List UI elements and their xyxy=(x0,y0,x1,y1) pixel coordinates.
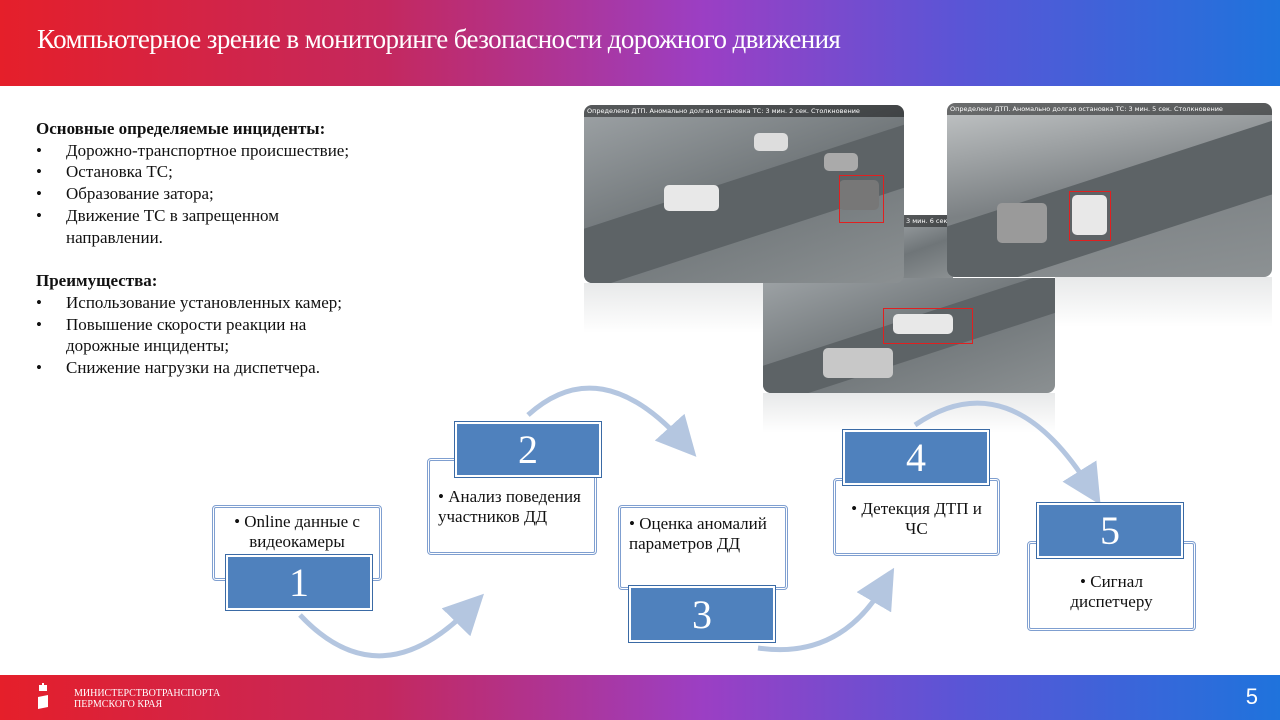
camera-image-1: Определено ДТП. Аномально долгая останов… xyxy=(584,105,904,283)
list-item: Использование установленных камер; xyxy=(36,292,426,314)
header-bar: Компьютерное зрение в мониторинге безопа… xyxy=(0,0,1280,86)
text-panel: Основные определяемые инциденты: Дорожно… xyxy=(36,118,426,379)
footer-bar: МИНИСТЕРСТВОТРАНСПОРТА ПЕРМСКОГО КРАЯ 5 xyxy=(0,675,1280,720)
ministry-name: МИНИСТЕРСТВОТРАНСПОРТА ПЕРМСКОГО КРАЯ xyxy=(74,688,220,710)
camera-image-small: 3 мин. 6 сек. Ст xyxy=(903,215,953,278)
step-3-text: • Оценка аномалий параметров ДД xyxy=(618,505,788,590)
camera-caption: 3 мин. 6 сек. Ст xyxy=(903,215,953,227)
ministry-line-2: ПЕРМСКОГО КРАЯ xyxy=(74,699,163,710)
step-5-number: 5 xyxy=(1036,502,1184,559)
step-2-number: 2 xyxy=(454,421,602,478)
camera-caption: Определено ДТП. Аномально долгая останов… xyxy=(584,105,904,117)
step-3-number: 3 xyxy=(628,585,776,643)
list-item: Дорожно-транспортное происшествие; xyxy=(36,140,426,162)
camera-image-3 xyxy=(763,278,1055,393)
arrow-3-4 xyxy=(757,567,895,653)
page-number: 5 xyxy=(1245,684,1258,709)
arrow-4-5 xyxy=(913,400,1101,505)
list-item: Образование затора; xyxy=(36,183,426,205)
page-title: Компьютерное зрение в мониторинге безопа… xyxy=(37,24,841,54)
step-4-text: • Детекция ДТП и ЧС xyxy=(833,478,1000,556)
advantages-heading: Преимущества: xyxy=(36,271,158,291)
crest-logo-icon xyxy=(38,683,48,709)
incidents-heading: Основные определяемые инциденты: xyxy=(36,119,326,138)
list-item: Повышение скорости реакции на дорожные и… xyxy=(36,314,346,357)
image-reflection xyxy=(1055,277,1272,327)
list-item: Движение ТС в запрещенном направлении. xyxy=(36,205,366,248)
step-4-number: 4 xyxy=(842,429,990,486)
camera-caption: Определено ДТП. Аномально долгая останов… xyxy=(947,103,1272,115)
ministry-line-1: МИНИСТЕРСТВОТРАНСПОРТА xyxy=(74,688,221,699)
step-1-number: 1 xyxy=(225,554,373,611)
arrow-1-2 xyxy=(298,593,484,659)
arrow-2-3 xyxy=(526,385,697,457)
list-item: Остановка ТС; xyxy=(36,161,426,183)
list-item: Снижение нагрузки на диспетчера. xyxy=(36,357,426,379)
image-reflection xyxy=(763,393,1055,433)
image-reflection xyxy=(584,283,764,333)
camera-image-2: Определено ДТП. Аномально долгая останов… xyxy=(947,103,1272,277)
